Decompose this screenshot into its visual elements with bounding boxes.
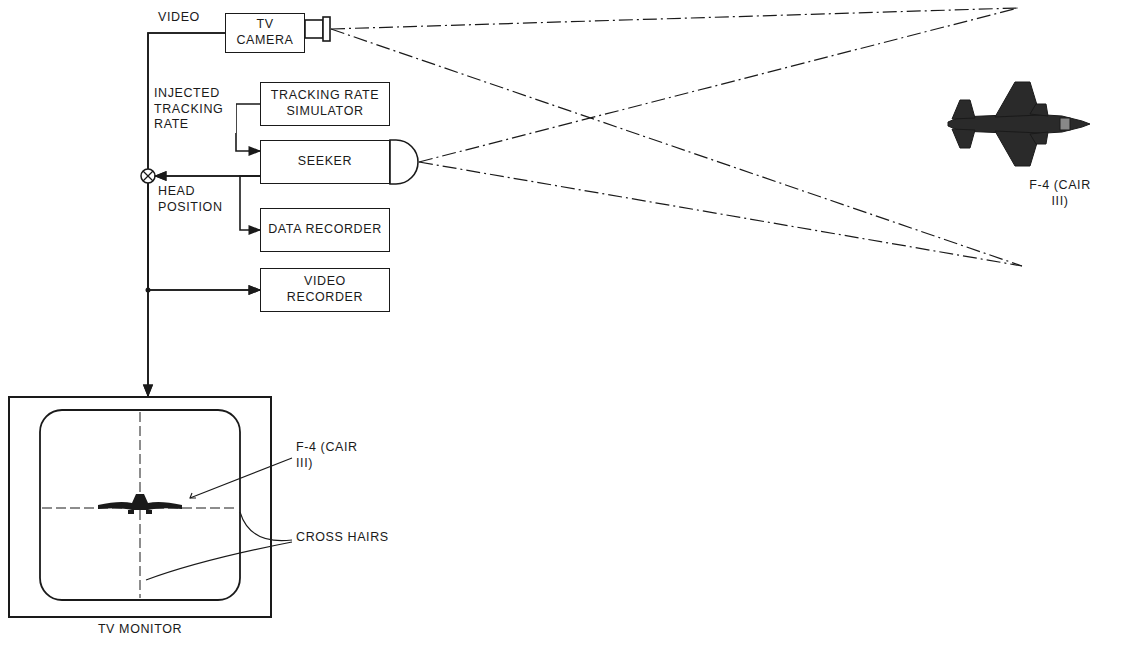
seeker-box: SEEKER [260,140,390,184]
simulator-box: TRACKING RATE SIMULATOR [260,82,390,126]
junction-arrow [155,175,166,177]
seeker-dome [390,140,418,184]
recorder-box: VIDEO RECORDER [260,268,390,312]
signal-line [148,33,260,290]
aircraft-label: F-4 (CAIR III) [1018,178,1102,209]
camera-box: TV CAMERA [225,13,305,53]
junction-arrow [155,175,166,177]
box-label: DATA RECORDER [268,222,382,238]
box-label: VIDEO RECORDER [267,274,383,305]
box-label: SEEKER [298,154,352,170]
signal-label: VIDEO [156,10,202,26]
aircraft-f4-screen [98,494,182,514]
recorder-box: DATA RECORDER [260,208,390,252]
camera-lens [305,20,323,38]
monitor-title: TV MONITOR [10,622,270,638]
cross-hairs [42,412,238,598]
signal-label: INJECTED TRACKING RATE [152,86,236,133]
field-of-view-lines [331,8,1022,266]
callout-label: CROSS HAIRS [294,530,391,546]
callout-label: F-4 (CAIR III) [294,440,378,471]
signal-line [240,176,260,230]
signal-line [148,176,260,396]
monitor-box: TV MONITOR [8,396,272,618]
summing-junction [141,169,155,183]
signal-label: HEAD POSITION [156,184,238,215]
box-label: TRACKING RATE SIMULATOR [267,88,383,119]
aircraft-f4-topview [948,82,1090,166]
box-label: TV CAMERA [232,17,298,48]
signal-line [148,176,260,290]
monitor-screen [40,410,240,600]
camera-lens-rim [323,17,330,41]
signal-line [236,104,260,151]
